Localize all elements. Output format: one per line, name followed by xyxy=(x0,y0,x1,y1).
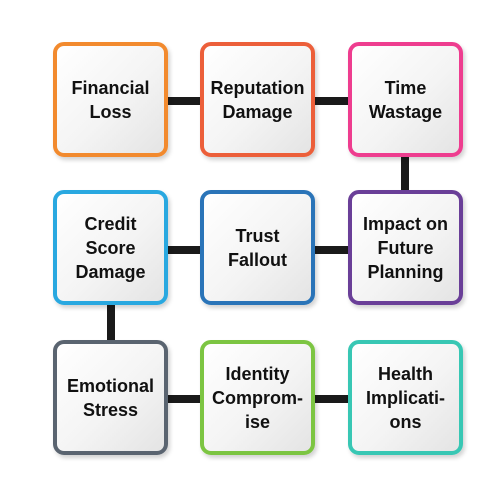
node-label: Impact on Future Planning xyxy=(362,213,448,282)
node-emotional-stress: Emotional Stress xyxy=(53,340,168,455)
node-reputation-damage: Reputation Damage xyxy=(200,42,315,157)
node-time-wastage: Time Wastage xyxy=(348,42,463,157)
node-label: Emotional Stress xyxy=(66,375,154,420)
node-trust-fallout: Trust Fallout xyxy=(200,190,315,305)
node-label: Trust Fallout xyxy=(228,225,287,270)
node-label: Reputation Damage xyxy=(210,77,305,122)
node-identity-compromise: Identity Compro­m- ise xyxy=(200,340,315,455)
node-label: Credit Score Damage xyxy=(75,213,146,282)
node-impact-on-future-planning: Impact on Future Planning xyxy=(348,190,463,305)
node-credit-score-damage: Credit Score Damage xyxy=(53,190,168,305)
node-health-implications: Health Implicati- ons xyxy=(348,340,463,455)
connector-time-impact xyxy=(401,156,409,190)
connector-credit-emotional xyxy=(107,304,115,340)
node-label: Financial Loss xyxy=(71,77,150,122)
node-label: Time Wastage xyxy=(368,77,443,122)
connector-trust-credit xyxy=(168,246,200,254)
connector-identity-health xyxy=(315,395,348,403)
connector-financial-reputation xyxy=(168,97,200,105)
connector-impact-trust xyxy=(315,246,348,254)
connector-reputation-time xyxy=(315,97,348,105)
node-label: Health Implicati- ons xyxy=(365,363,445,432)
node-financial-loss: Financial Loss xyxy=(53,42,168,157)
node-label: Identity Compro­m- ise xyxy=(212,363,303,432)
connector-emotional-identity xyxy=(168,395,200,403)
